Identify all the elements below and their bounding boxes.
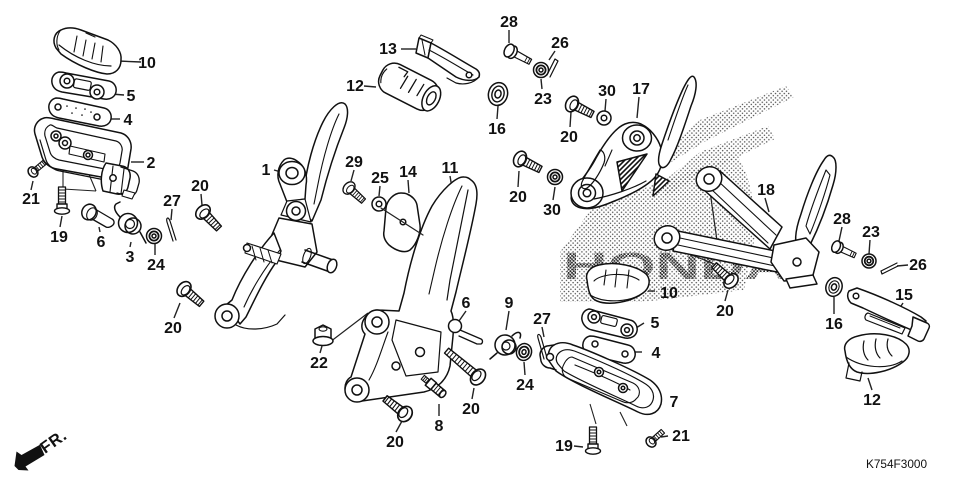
svg-text:24: 24 bbox=[516, 377, 534, 394]
svg-text:16: 16 bbox=[825, 316, 843, 333]
svg-text:20: 20 bbox=[164, 320, 182, 337]
svg-text:8: 8 bbox=[435, 418, 444, 435]
svg-text:7: 7 bbox=[670, 394, 679, 411]
svg-text:30: 30 bbox=[543, 202, 561, 219]
svg-text:20: 20 bbox=[386, 434, 404, 451]
svg-text:9: 9 bbox=[505, 295, 514, 312]
svg-text:23: 23 bbox=[862, 224, 880, 241]
svg-text:26: 26 bbox=[909, 257, 927, 274]
svg-text:19: 19 bbox=[50, 229, 68, 246]
svg-text:5: 5 bbox=[127, 88, 136, 105]
svg-text:20: 20 bbox=[191, 178, 209, 195]
svg-text:12: 12 bbox=[346, 78, 364, 95]
svg-text:4: 4 bbox=[652, 345, 661, 362]
svg-text:20: 20 bbox=[462, 401, 480, 418]
svg-text:27: 27 bbox=[533, 311, 551, 328]
svg-text:4: 4 bbox=[124, 112, 133, 129]
svg-text:12: 12 bbox=[863, 392, 881, 409]
svg-text:16: 16 bbox=[488, 121, 506, 138]
svg-text:10: 10 bbox=[138, 55, 156, 72]
svg-text:19: 19 bbox=[555, 438, 573, 455]
svg-text:14: 14 bbox=[399, 164, 417, 181]
svg-text:28: 28 bbox=[500, 14, 518, 31]
svg-text:20: 20 bbox=[560, 129, 578, 146]
svg-text:29: 29 bbox=[345, 154, 363, 171]
svg-text:26: 26 bbox=[551, 35, 569, 52]
svg-text:11: 11 bbox=[442, 160, 459, 177]
svg-text:23: 23 bbox=[534, 91, 552, 108]
svg-text:6: 6 bbox=[97, 234, 106, 251]
svg-text:30: 30 bbox=[598, 83, 616, 100]
svg-text:27: 27 bbox=[163, 193, 181, 210]
svg-text:25: 25 bbox=[371, 170, 389, 187]
svg-text:28: 28 bbox=[833, 211, 851, 228]
svg-text:21: 21 bbox=[22, 191, 40, 208]
svg-text:1: 1 bbox=[262, 162, 271, 179]
svg-text:3: 3 bbox=[126, 249, 135, 266]
svg-text:24: 24 bbox=[147, 257, 165, 274]
svg-text:K754F3000: K754F3000 bbox=[866, 457, 927, 471]
svg-text:17: 17 bbox=[632, 81, 650, 98]
svg-text:22: 22 bbox=[310, 355, 328, 372]
svg-text:20: 20 bbox=[509, 189, 527, 206]
svg-text:6: 6 bbox=[462, 295, 471, 312]
svg-text:5: 5 bbox=[651, 315, 660, 332]
svg-text:13: 13 bbox=[379, 41, 397, 58]
svg-text:15: 15 bbox=[895, 287, 913, 304]
svg-text:18: 18 bbox=[757, 182, 775, 199]
svg-text:21: 21 bbox=[672, 428, 690, 445]
svg-text:2: 2 bbox=[147, 155, 156, 172]
svg-text:10: 10 bbox=[660, 285, 678, 302]
svg-text:20: 20 bbox=[716, 303, 734, 320]
